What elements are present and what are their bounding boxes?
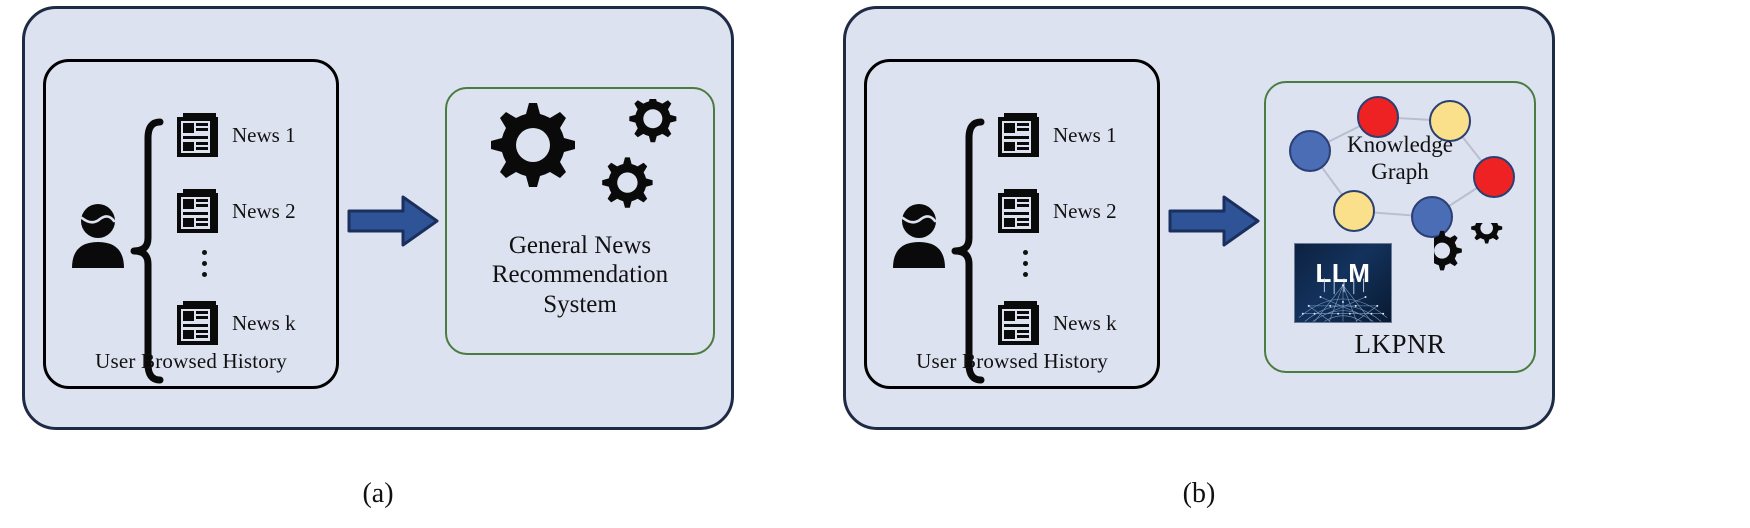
newspaper-icon [998, 113, 1039, 157]
news-item-2-b: News 2 [995, 186, 1117, 236]
user-browsed-history-box-a: News 1 News 2 [43, 59, 339, 389]
news-item-label: News 1 [1053, 122, 1117, 147]
user-browsed-history-box-b: News 1 News 2 [864, 59, 1160, 389]
vertical-ellipsis-icon [202, 250, 207, 277]
history-title: User Browsed History [916, 349, 1108, 373]
kg-node-red [1357, 96, 1399, 138]
news-item-k-b: News k [995, 298, 1117, 348]
kg-node-red [1473, 156, 1515, 198]
vertical-ellipsis-icon [1023, 250, 1028, 277]
newspaper-icon [998, 301, 1039, 345]
news-item-1-a: News 1 [174, 110, 296, 160]
newspaper-icon [998, 189, 1039, 233]
figure-caption-a: (a) [362, 478, 394, 509]
user-silhouette-icon [893, 204, 945, 268]
panel-b: News 1 News 2 [843, 6, 1555, 430]
panel-a: News 1 News 2 [22, 6, 734, 430]
general-news-recommendation-system-box: General News Recommendation System [445, 87, 715, 355]
kg-node-yellow [1333, 190, 1375, 232]
kg-node-yellow [1429, 100, 1471, 142]
news-item-label: News k [232, 310, 296, 335]
lkpnr-caption: LKPNR [1354, 329, 1446, 360]
history-title: User Browsed History [95, 349, 287, 373]
system-caption-line-2: Recommendation [491, 261, 669, 289]
system-caption-line-3: System [543, 290, 617, 318]
knowledge-graph-diagram [1289, 96, 1515, 238]
system-caption: General News Recommendation System [455, 231, 705, 319]
news-item-2-a: News 2 [174, 186, 296, 236]
user-silhouette-icon [72, 204, 124, 268]
news-item-1-b: News 1 [995, 110, 1117, 160]
news-item-label: News 2 [232, 198, 296, 223]
system-caption-line-1: General News [508, 232, 652, 259]
right-arrow-icon [1168, 195, 1260, 247]
news-item-label: News 2 [1053, 198, 1117, 223]
kg-node-blue [1411, 196, 1453, 238]
news-item-label: News k [1053, 310, 1117, 335]
network-mesh-icon [1298, 278, 1388, 322]
llm-network-tile: LLM [1294, 243, 1392, 323]
right-arrow-icon [347, 195, 439, 247]
newspaper-icon [177, 301, 218, 345]
curly-brace-icon [951, 118, 985, 384]
figure-caption-b: (b) [1182, 478, 1216, 509]
kg-nodes [1289, 96, 1515, 238]
gear-cluster-icon [491, 99, 677, 208]
curly-brace-icon [130, 118, 164, 384]
newspaper-icon [177, 113, 218, 157]
kg-node-blue [1289, 130, 1331, 172]
gear-cluster-icon [1434, 223, 1503, 271]
lkpnr-system-box: Knowledge Graph LLM [1264, 81, 1536, 373]
newspaper-icon [177, 189, 218, 233]
news-item-label: News 1 [232, 122, 296, 147]
news-item-k-a: News k [174, 298, 296, 348]
